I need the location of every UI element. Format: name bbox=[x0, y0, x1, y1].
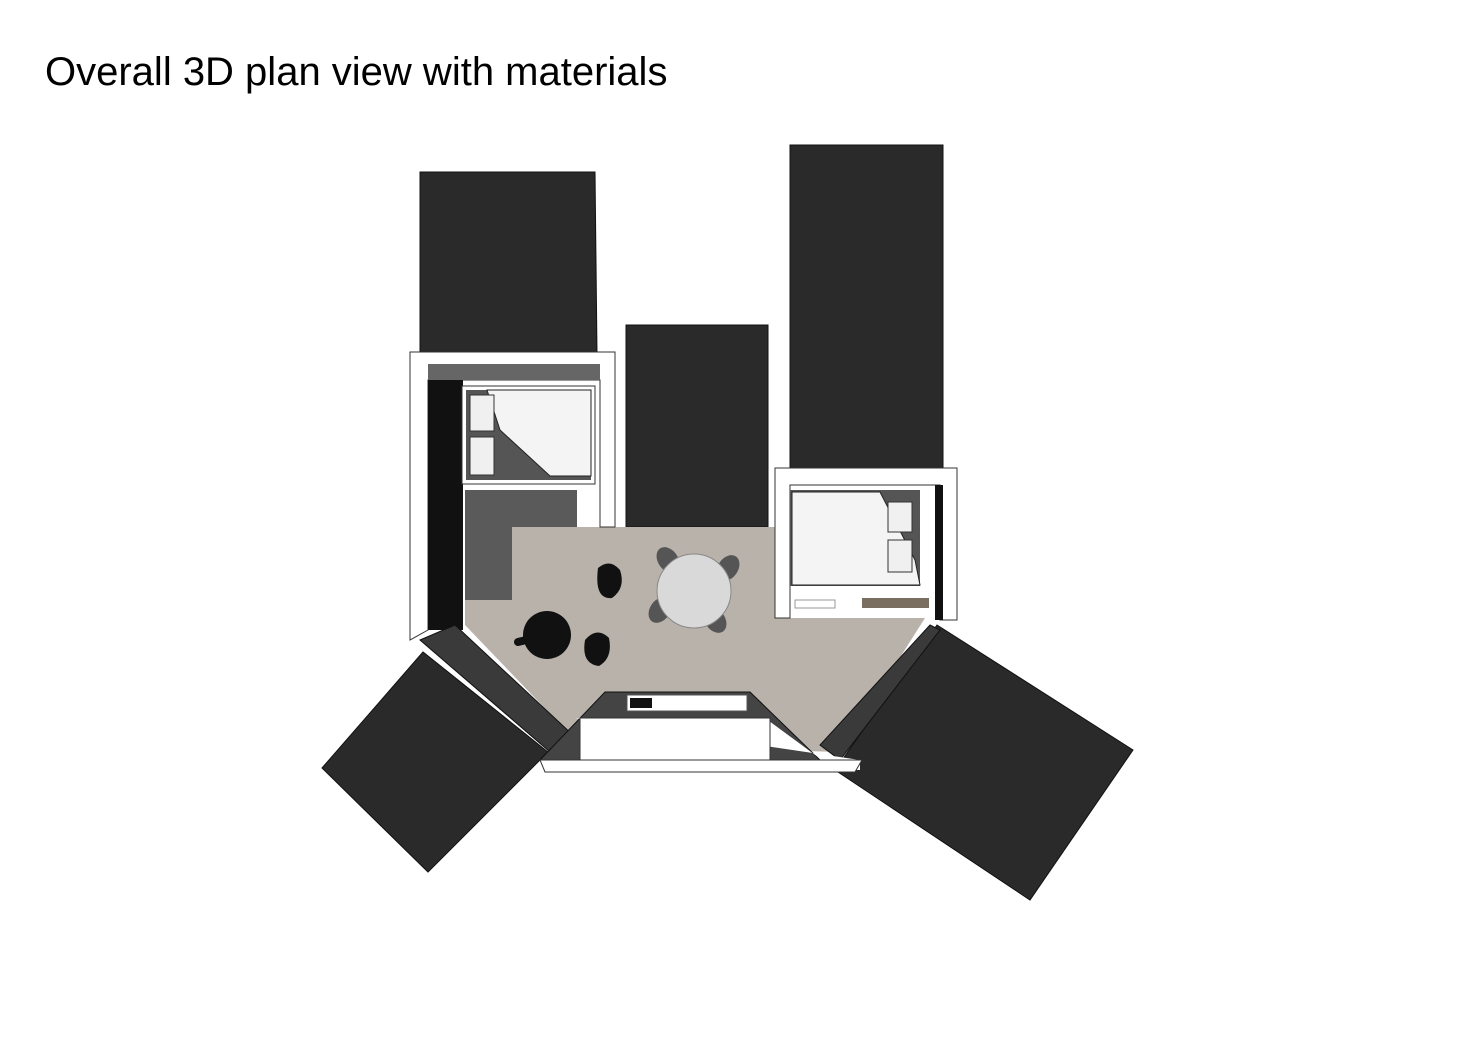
pillow bbox=[469, 394, 495, 432]
kitchen bbox=[538, 691, 863, 773]
page-title: Overall 3D plan view with materials bbox=[45, 50, 668, 94]
desk bbox=[862, 598, 929, 608]
roof-left-tall bbox=[419, 171, 598, 355]
pillow bbox=[887, 501, 913, 533]
pillow bbox=[469, 436, 495, 476]
chair bbox=[597, 563, 622, 599]
roof-middle bbox=[625, 324, 769, 528]
roof-right-tall bbox=[789, 144, 944, 471]
pillow bbox=[887, 539, 913, 573]
dining-set bbox=[648, 547, 740, 633]
bed-duvet bbox=[486, 389, 592, 477]
bedroom-right bbox=[774, 467, 958, 621]
chair bbox=[584, 632, 610, 666]
bedroom-left bbox=[409, 351, 616, 641]
dining-table bbox=[656, 553, 732, 629]
lounge-chair bbox=[514, 611, 571, 659]
